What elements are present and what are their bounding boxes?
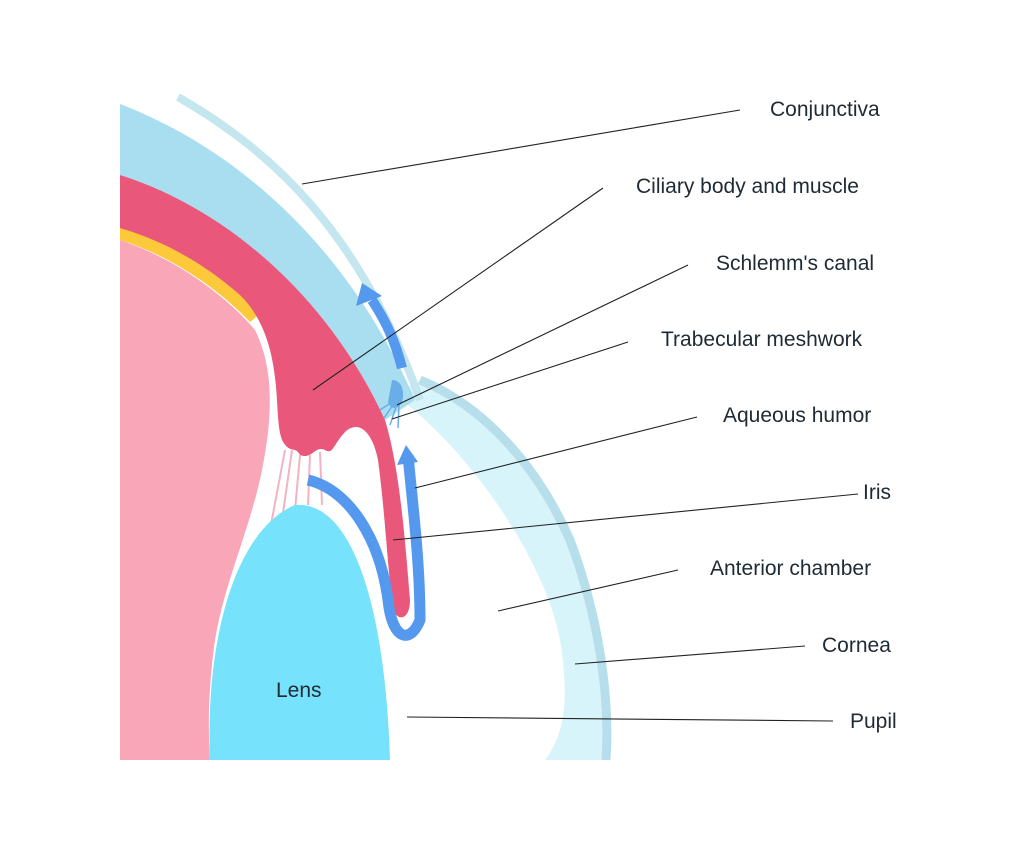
leader-pupil — [406, 716, 834, 722]
schlemms-canal-shape — [388, 380, 404, 408]
leader-trabecular — [391, 341, 629, 420]
aqueous-arrowhead-upper — [356, 283, 382, 306]
label-lens: Lens — [276, 679, 322, 702]
leader-anterior — [497, 569, 679, 612]
vitreous-shape — [120, 240, 270, 760]
label-anterior: Anterior chamber — [710, 557, 871, 580]
label-cornea: Cornea — [822, 634, 891, 657]
aqueous-flow-arrow — [306, 454, 426, 641]
leader-aqueous — [414, 416, 698, 489]
leader-schlemm — [396, 264, 689, 406]
leader-conjunctiva — [301, 109, 741, 185]
aqueous-arrowhead-lower — [397, 445, 418, 465]
lens-shape — [209, 504, 390, 760]
label-iris: Iris — [863, 481, 891, 504]
sclera-shape — [120, 104, 415, 420]
ciliary-iris-shape — [120, 175, 410, 618]
leader-lines — [301, 109, 859, 722]
cornea-edge — [418, 375, 612, 760]
label-trabecular: Trabecular meshwork — [661, 328, 863, 351]
label-ciliary: Ciliary body and muscle — [636, 175, 859, 198]
label-conjunctiva: Conjunctiva — [770, 98, 880, 121]
leader-ciliary — [312, 187, 604, 391]
label-schlemm: Schlemm's canal — [716, 252, 874, 275]
label-aqueous: Aqueous humor — [723, 404, 871, 427]
cornea-shape — [395, 380, 607, 760]
aqueous-flow-arrow-upper — [367, 297, 407, 370]
leader-iris — [392, 493, 859, 541]
label-pupil: Pupil — [850, 710, 897, 733]
leader-cornea — [574, 645, 806, 665]
